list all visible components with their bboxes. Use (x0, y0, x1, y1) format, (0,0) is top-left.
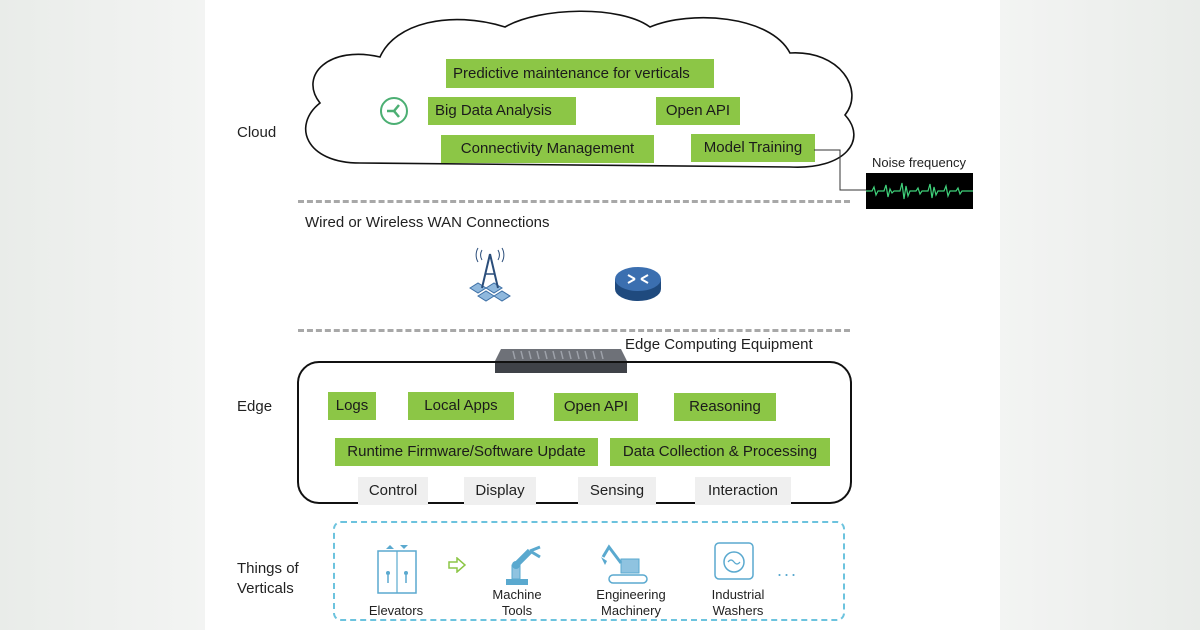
left-margin (0, 0, 205, 630)
robot-arm-icon (506, 545, 541, 585)
edge-func-local-apps: Local Apps (408, 392, 514, 420)
router-icon (615, 267, 661, 301)
wan-title: Wired or Wireless WAN Connections (305, 214, 550, 231)
edge-base-interaction: Interaction (695, 477, 791, 505)
layer-label-cloud: Cloud (237, 124, 277, 141)
noise-waveform (866, 173, 973, 209)
thing-elevators-label: Elevators (368, 603, 424, 618)
excavator-icon (601, 544, 648, 584)
cloud-item-model-training: Model Training (691, 134, 815, 162)
edge-func-runtime: Runtime Firmware/Software Update (335, 438, 598, 466)
arrow-right-icon (448, 557, 467, 573)
layer-label-edge: Edge (237, 398, 273, 415)
cloud-item-predictive: Predictive maintenance for verticals (446, 59, 714, 88)
edge-equipment-label: Edge Computing Equipment (625, 336, 813, 353)
layer-label-things: Things of Verticals (237, 560, 299, 597)
things-box (333, 521, 845, 621)
edge-func-open-api: Open API (554, 393, 638, 421)
waveform-icon (866, 182, 973, 200)
edge-box (297, 361, 852, 504)
edge-func-reasoning: Reasoning (674, 393, 776, 421)
cloud-item-open-api: Open API (656, 97, 740, 125)
noise-frequency-label: Noise frequency (872, 155, 966, 170)
cell-tower-icon (469, 247, 511, 302)
cloud-item-connectivity: Connectivity Management (441, 135, 654, 163)
divider-cloud-wan (298, 200, 850, 203)
thing-washers-label: Industrial Washers (711, 587, 765, 618)
edge-func-data-collection: Data Collection & Processing (610, 438, 830, 466)
cloud-logo-icon (380, 97, 408, 125)
things-more: ... (777, 560, 799, 580)
divider-wan-edge (298, 329, 850, 332)
edge-base-sensing: Sensing (578, 477, 656, 505)
right-margin (1000, 0, 1200, 630)
edge-base-control: Control (358, 477, 428, 505)
cloud-item-big-data: Big Data Analysis (428, 97, 576, 125)
cloud-shape (304, 10, 855, 168)
thing-engineering-label: Engineering Machinery (596, 587, 666, 618)
edge-func-logs: Logs (328, 392, 376, 420)
noise-connector (814, 149, 868, 191)
washer-icon (714, 542, 754, 580)
edge-base-display: Display (464, 477, 536, 505)
thing-machine-tools-label: Machine Tools (492, 587, 542, 618)
edge-device-icon (495, 349, 627, 373)
elevator-icon (377, 545, 417, 594)
